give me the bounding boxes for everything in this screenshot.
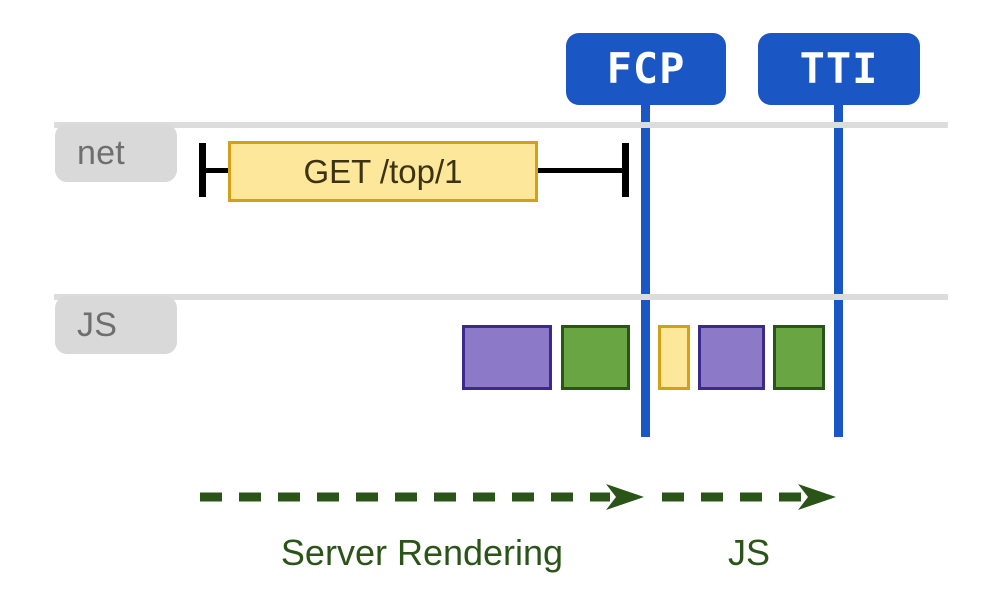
request-end-stem [535,168,627,173]
request-end-cap [622,143,629,197]
net-track-line [54,122,948,128]
js-task-block-1[interactable] [462,325,552,390]
request-start-cap [199,143,206,197]
marker-line-fcp [641,100,650,437]
marker-badge-tti[interactable]: TTI [758,33,920,105]
phase-arrow-server-rendering [200,484,644,510]
network-request-get-top-1[interactable]: GET /top/1 [228,141,538,202]
lane-label-net: net [55,124,177,182]
request-start-stem [204,168,230,173]
js-task-block-4[interactable] [698,325,765,390]
js-track-line [54,294,948,300]
marker-line-tti [834,100,843,437]
marker-badge-fcp[interactable]: FCP [566,33,726,105]
phase-label-js: JS [727,532,770,573]
js-task-block-3[interactable] [658,325,690,390]
phase-arrow-js [662,484,836,510]
lane-label-js: JS [55,296,177,354]
phase-label-server-rendering: Server Rendering [280,532,564,573]
js-task-block-2[interactable] [561,325,630,390]
js-task-block-5[interactable] [773,325,825,390]
